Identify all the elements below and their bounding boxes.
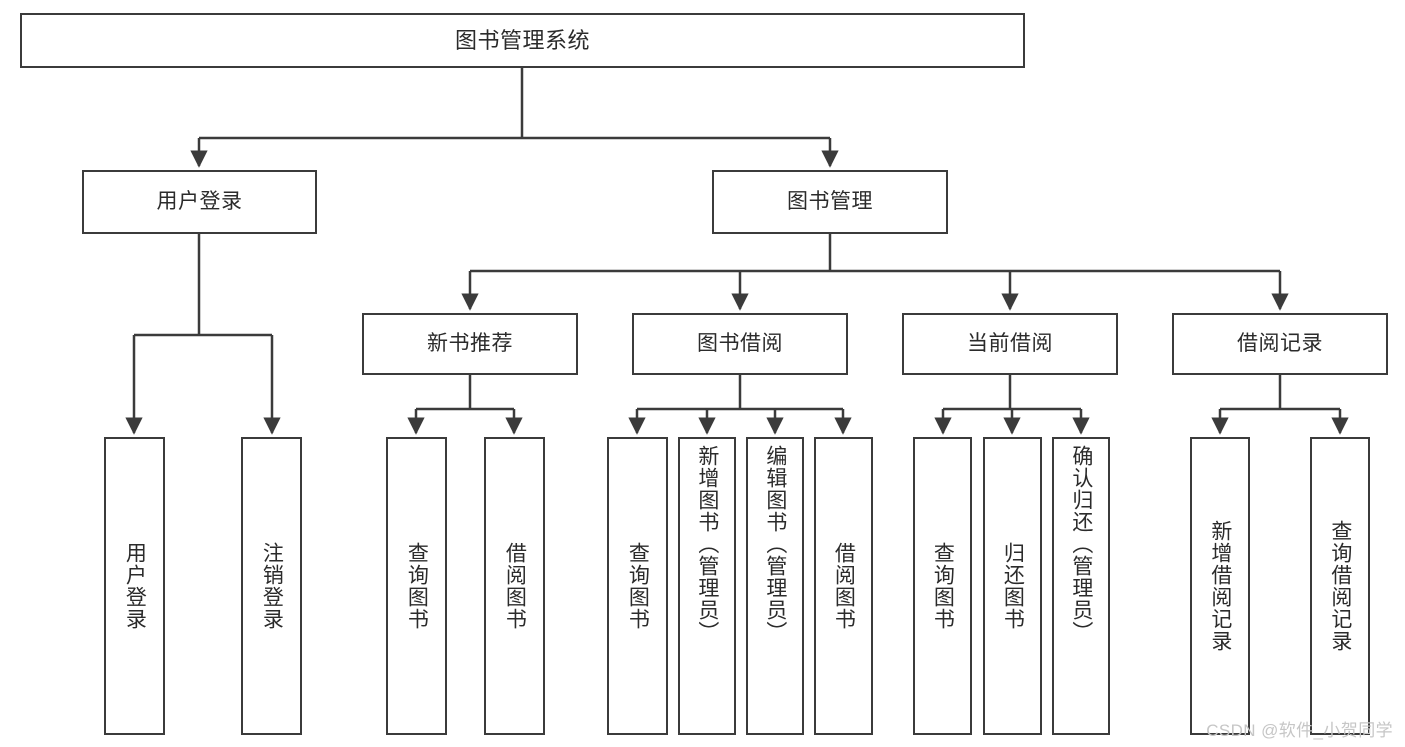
- node-book-borrow[interactable]: 图书借阅: [632, 313, 848, 375]
- node-leaf-logout[interactable]: 注销登录: [241, 437, 302, 735]
- node-label: 注销登录: [260, 542, 284, 630]
- node-user-login[interactable]: 用户登录: [82, 170, 317, 234]
- node-label: 图书管理: [787, 189, 873, 213]
- node-label: 当前借阅: [967, 331, 1053, 355]
- node-book-management-system[interactable]: 图书管理系统: [20, 13, 1025, 68]
- node-label: 借阅记录: [1237, 331, 1323, 355]
- node-label: 图书借阅: [697, 331, 783, 355]
- node-leaf-add-borrow-record[interactable]: 新增借阅记录: [1190, 437, 1250, 735]
- node-label: 用户登录: [156, 189, 243, 213]
- node-borrow-record[interactable]: 借阅记录: [1172, 313, 1388, 375]
- node-label: 查询图书: [931, 542, 955, 630]
- node-leaf-add-book-admin[interactable]: 新增图书（管理员）: [678, 437, 736, 735]
- node-leaf-confirm-return-admin[interactable]: 确认归还（管理员）: [1052, 437, 1110, 735]
- node-label: 查询图书: [405, 542, 429, 630]
- node-label: 查询借阅记录: [1328, 520, 1352, 652]
- node-label: 查询图书: [626, 542, 650, 630]
- node-label: 用户登录: [123, 542, 147, 630]
- node-label: 确认归还（管理员）: [1069, 445, 1093, 643]
- node-leaf-query-borrow-record[interactable]: 查询借阅记录: [1310, 437, 1370, 735]
- node-leaf-query-book-recommend[interactable]: 查询图书: [386, 437, 447, 735]
- node-label: 借阅图书: [503, 542, 527, 630]
- node-label: 编辑图书（管理员）: [763, 445, 787, 643]
- node-leaf-borrow-book-recommend[interactable]: 借阅图书: [484, 437, 545, 735]
- node-leaf-return-book[interactable]: 归还图书: [983, 437, 1042, 735]
- node-leaf-borrow-book[interactable]: 借阅图书: [814, 437, 873, 735]
- node-leaf-query-book-current[interactable]: 查询图书: [913, 437, 972, 735]
- watermark-text: CSDN @软件_小贺同学: [1206, 721, 1393, 740]
- node-label: 新增图书（管理员）: [695, 445, 719, 643]
- node-current-borrow[interactable]: 当前借阅: [902, 313, 1118, 375]
- node-leaf-query-book-borrow[interactable]: 查询图书: [607, 437, 668, 735]
- node-book-management[interactable]: 图书管理: [712, 170, 948, 234]
- node-label: 借阅图书: [832, 542, 856, 630]
- node-label: 图书管理系统: [454, 27, 590, 53]
- node-leaf-edit-book-admin[interactable]: 编辑图书（管理员）: [746, 437, 804, 735]
- node-label: 新书推荐: [427, 331, 513, 355]
- node-label: 归还图书: [1001, 542, 1025, 630]
- node-leaf-user-login[interactable]: 用户登录: [104, 437, 165, 735]
- node-label: 新增借阅记录: [1208, 520, 1232, 652]
- node-new-book-recommend[interactable]: 新书推荐: [362, 313, 578, 375]
